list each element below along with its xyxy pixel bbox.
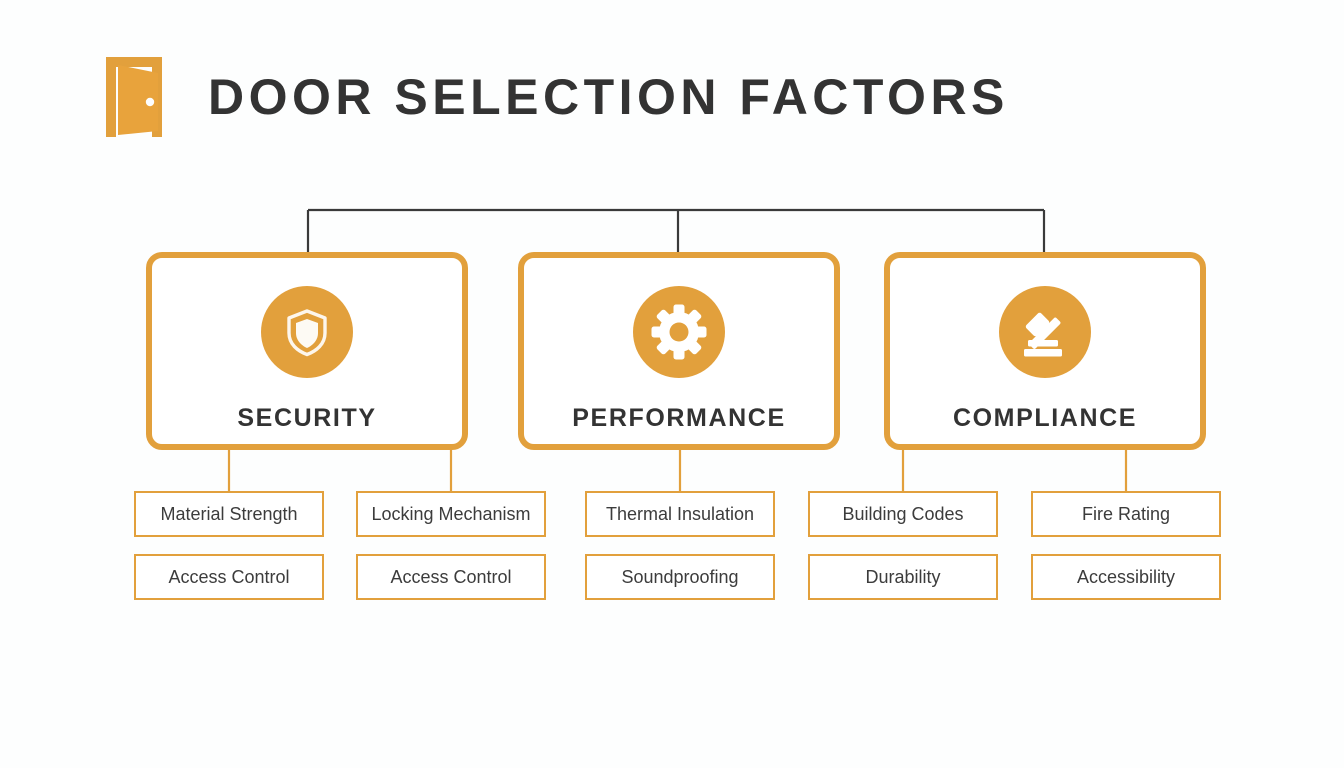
card-performance[interactable]: PERFORMANCE xyxy=(518,252,840,450)
sub-item-box[interactable]: Material Strength xyxy=(134,491,324,537)
sub-item-box[interactable]: Fire Rating xyxy=(1031,491,1221,537)
sub-item-box[interactable]: Durability xyxy=(808,554,998,600)
gear-icon xyxy=(633,286,725,378)
sub-item-label: Access Control xyxy=(168,566,290,587)
card-security[interactable]: SECURITY xyxy=(146,252,468,450)
sub-item-box[interactable]: Accessibility xyxy=(1031,554,1221,600)
sub-item-label: Access Control xyxy=(390,566,512,587)
sub-item-label: Soundproofing xyxy=(621,566,739,587)
page-title: DOOR SELECTION FACTORS xyxy=(208,69,1009,125)
shield-icon xyxy=(261,286,353,378)
sub-item-label: Fire Rating xyxy=(1081,503,1171,524)
sub-item-label: Material Strength xyxy=(160,503,298,524)
sub-item-label: Thermal Insulation xyxy=(605,503,755,524)
sub-item-label: Accessibility xyxy=(1076,566,1176,587)
sub-item-box[interactable]: Locking Mechanism xyxy=(356,491,546,537)
sub-item-box[interactable]: Building Codes xyxy=(808,491,998,537)
gavel-icon xyxy=(999,286,1091,378)
open-door-icon xyxy=(104,55,168,139)
sub-item-label: Building Codes xyxy=(842,503,964,524)
card-label: COMPLIANCE xyxy=(952,404,1138,432)
card-compliance[interactable]: COMPLIANCE xyxy=(884,252,1206,450)
sub-item-box[interactable]: Thermal Insulation xyxy=(585,491,775,537)
card-label: PERFORMANCE xyxy=(572,404,786,432)
card-label: SECURITY xyxy=(237,404,377,432)
sub-item-box[interactable]: Access Control xyxy=(134,554,324,600)
sub-item-label: Durability xyxy=(865,566,941,587)
header: DOOR SELECTION FACTORS xyxy=(104,55,1009,139)
sub-item-box[interactable]: Soundproofing xyxy=(585,554,775,600)
sub-item-label: Locking Mechanism xyxy=(371,503,531,524)
sub-item-box[interactable]: Access Control xyxy=(356,554,546,600)
